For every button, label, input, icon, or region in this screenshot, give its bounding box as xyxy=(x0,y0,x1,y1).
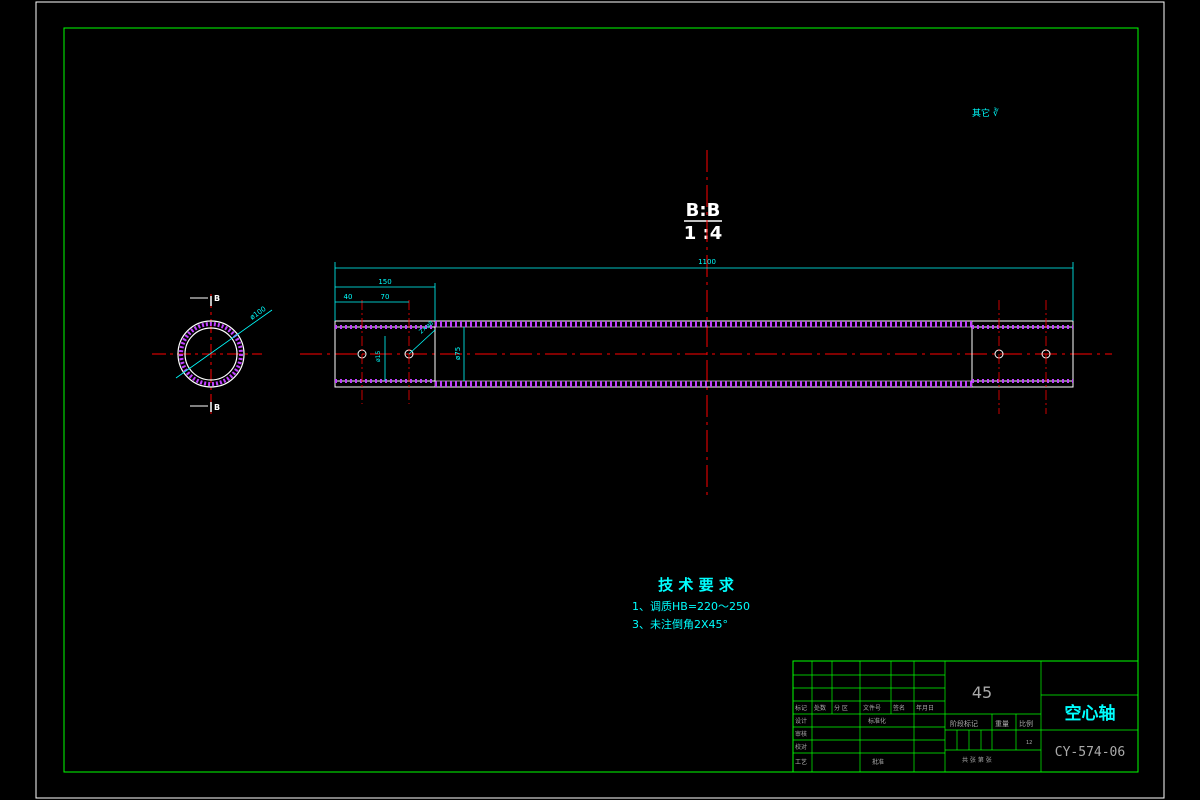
tb-label-design: 设计 xyxy=(795,717,807,725)
outer-diameter-label: ø100 xyxy=(249,305,268,322)
inner-frame xyxy=(63,27,1139,773)
roughness-note: 其它 ∛ xyxy=(972,107,999,119)
section-marker-bottom: B xyxy=(214,403,220,412)
tb-label-process: 工艺 xyxy=(795,758,807,766)
outer-frame xyxy=(35,1,1165,799)
tb-label-sign: 签名 xyxy=(893,704,905,712)
tb-label-count: 处数 xyxy=(814,704,826,712)
end-view-inner-circle xyxy=(184,327,238,381)
tech-requirements: 技 术 要 求 1、调质HB=220～250 3、未注倒角2X45° xyxy=(632,576,750,631)
tb-label-mark: 标记 xyxy=(795,704,807,712)
tb-label-weight: 重量 xyxy=(995,720,1009,728)
scale-label: 1 :4 xyxy=(684,223,723,244)
hole-callout-leader xyxy=(408,329,436,355)
dim-overall-text: 1100 xyxy=(698,258,716,266)
tb-label-ratio: 比例 xyxy=(1019,719,1033,728)
section-marker-top: B xyxy=(214,294,220,303)
tb-label-approve: 批准 xyxy=(872,758,884,766)
tb-material: 45 xyxy=(972,683,992,702)
tb-label-review: 审核 xyxy=(795,730,807,738)
dim-70-text: 70 xyxy=(381,293,390,301)
tech-requirements-title: 技 术 要 求 xyxy=(658,576,735,594)
dim-150-text: 150 xyxy=(378,278,391,286)
tb-label-standardize: 标准化 xyxy=(868,717,886,725)
hole-callout-text: 2×ø8 xyxy=(418,320,435,336)
tb-label-doc-no: 文件号 xyxy=(863,704,881,712)
tb-label-date: 年月日 xyxy=(916,704,934,712)
tb-label-sheets: 共 张 第 张 xyxy=(962,756,992,764)
dim-hole-diameter-text: ø15 xyxy=(375,351,382,362)
end-view-hatch-ring xyxy=(179,322,243,386)
right-end-block xyxy=(971,326,1074,382)
tb-label-check: 校对 xyxy=(795,743,807,751)
tb-part-name: 空心轴 xyxy=(1065,703,1116,724)
dimensions: 1100 150 40 70 ø75 ø15 2×ø8 xyxy=(334,258,1074,381)
end-view: ø100 B B xyxy=(152,294,273,414)
tech-requirement-1: 1、调质HB=220～250 xyxy=(632,600,750,613)
tb-label-stage: 阶段标记 xyxy=(950,719,978,728)
tb-label-zone: 分 区 xyxy=(834,704,848,712)
dim-40-text: 40 xyxy=(344,293,353,301)
end-view-outer-circle xyxy=(177,320,245,388)
tb-scale-value: 12 xyxy=(1026,740,1032,746)
end-view-diameter-leader xyxy=(175,309,273,379)
section-label: B:B xyxy=(686,200,721,221)
shaft-section xyxy=(334,300,1074,414)
title-block: 标记 处数 分 区 文件号 签名 年月日 设计 标准化 审核 校对 工艺 批准 … xyxy=(792,660,1139,773)
dim-inner-diameter-text: ø75 xyxy=(454,347,462,360)
section-view-label: B:B 1 :4 xyxy=(684,200,723,244)
revision-grid xyxy=(793,661,946,772)
tb-drawing-number: CY-574-06 xyxy=(1055,745,1125,760)
tech-requirement-2: 3、未注倒角2X45° xyxy=(632,617,728,631)
title-block-frame xyxy=(792,660,1139,773)
